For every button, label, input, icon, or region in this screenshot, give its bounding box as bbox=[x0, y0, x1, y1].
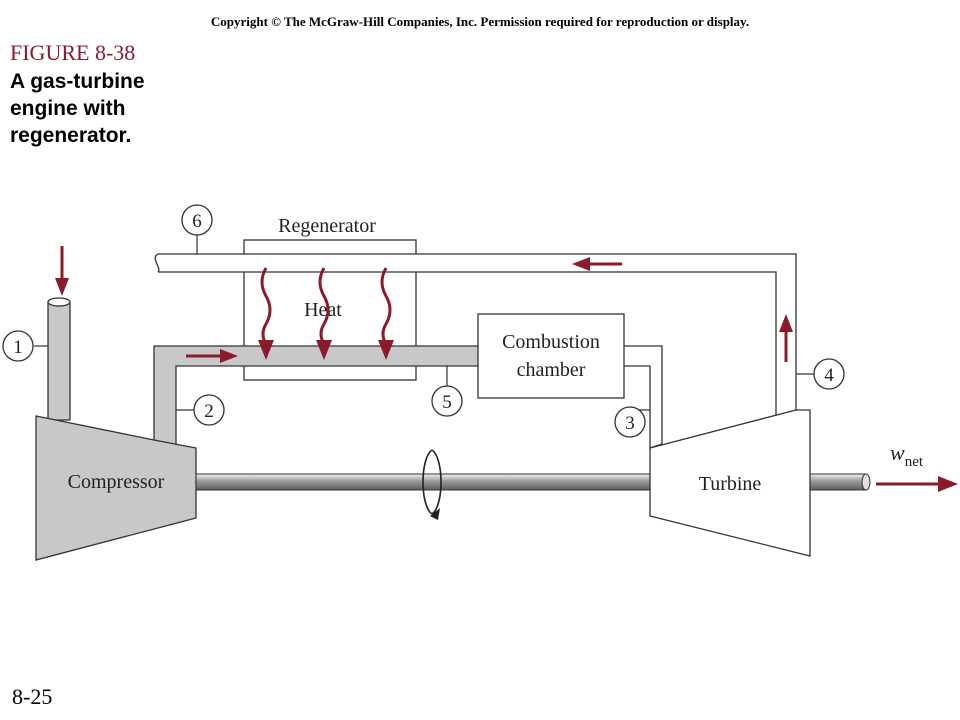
exhaust-duct bbox=[158, 253, 797, 419]
turbine bbox=[649, 409, 811, 557]
output-shaft bbox=[809, 473, 867, 491]
inlet-flow-arrow bbox=[55, 246, 69, 296]
heat-arrowheads bbox=[258, 340, 394, 360]
heat-arrow-1 bbox=[260, 267, 272, 345]
heat-arrows bbox=[260, 267, 392, 345]
state-point-1: 1 bbox=[2, 330, 34, 362]
compressor-label: Compressor bbox=[68, 471, 165, 493]
heat-label: Heat bbox=[304, 299, 342, 321]
state-point-6: 6 bbox=[181, 204, 213, 236]
wnet-label: wnet bbox=[890, 440, 924, 470]
figure-caption: A gas-turbine engine with regenerator. bbox=[10, 70, 145, 147]
svg-text:2: 2 bbox=[204, 401, 214, 422]
turbine-exhaust-flow-arrow bbox=[779, 314, 793, 362]
shaft bbox=[195, 473, 655, 491]
svg-text:3: 3 bbox=[625, 413, 635, 434]
svg-text:4: 4 bbox=[824, 365, 834, 386]
regenerator-box bbox=[243, 239, 417, 381]
heat-arrow-3 bbox=[380, 267, 392, 345]
compressed-air-flow-arrow bbox=[186, 349, 238, 363]
page-number: 8-25 bbox=[12, 684, 53, 709]
copyright-notice: Copyright © The McGraw-Hill Companies, I… bbox=[210, 14, 750, 29]
figure-number: FIGURE 8-38 bbox=[10, 40, 136, 65]
exhaust-pipe-break bbox=[154, 253, 160, 273]
inlet-pipe-opening bbox=[47, 297, 71, 307]
work-output-arrow bbox=[876, 476, 958, 492]
state-point-5: 5 bbox=[431, 385, 463, 417]
exhaust-flow-arrow bbox=[572, 257, 622, 271]
combustion-label-line2: chamber bbox=[517, 359, 586, 381]
turbine-label: Turbine bbox=[699, 473, 762, 495]
regenerator-label: Regenerator bbox=[278, 215, 376, 237]
svg-text:6: 6 bbox=[192, 211, 202, 232]
state-point-3: 3 bbox=[614, 406, 646, 438]
output-shaft-end bbox=[861, 473, 871, 491]
svg-text:5: 5 bbox=[442, 392, 452, 413]
combustion-label-line1: Combustion bbox=[502, 331, 600, 353]
state-point-4: 4 bbox=[813, 358, 845, 390]
state-point-2: 2 bbox=[193, 394, 225, 426]
rotation-icon bbox=[422, 449, 442, 520]
svg-text:1: 1 bbox=[13, 337, 23, 358]
heat-arrow-2 bbox=[318, 267, 330, 345]
combustion-chamber bbox=[477, 313, 625, 399]
compressor-inlet-pipe bbox=[47, 301, 71, 421]
